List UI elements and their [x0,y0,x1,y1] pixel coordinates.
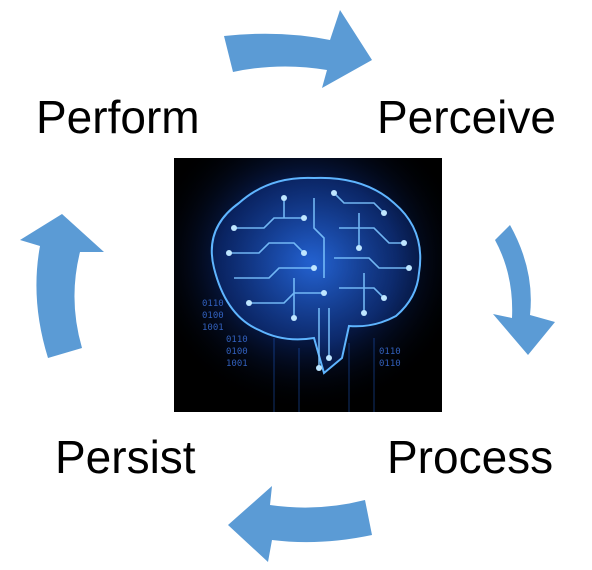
curved-arrow-icon-right [493,225,555,355]
binary-text: 0100 [226,347,248,357]
brain-graphic: 0110 0100 1001 0110 0100 1001 0110 0110 [174,158,442,412]
stage-label-perceive: Perceive [377,91,556,143]
stage-label-process: Process [387,431,554,483]
curved-arrow-icon-left [20,214,104,358]
stage-label-perform: Perform [36,91,200,143]
binary-text: 1001 [202,323,224,333]
curved-arrow-icon-top [224,10,372,88]
stage-label-persist: Persist [55,431,196,483]
binary-text: 0110 [202,299,224,309]
binary-text: 0110 [226,335,248,345]
binary-text: 1001 [226,359,248,369]
binary-text: 0110 [379,347,401,357]
binary-text: 0100 [202,311,224,321]
binary-text: 0110 [379,359,401,369]
circuit-brain-icon: 0110 0100 1001 0110 0100 1001 0110 0110 [174,158,442,412]
curved-arrow-icon-bottom [228,486,372,562]
